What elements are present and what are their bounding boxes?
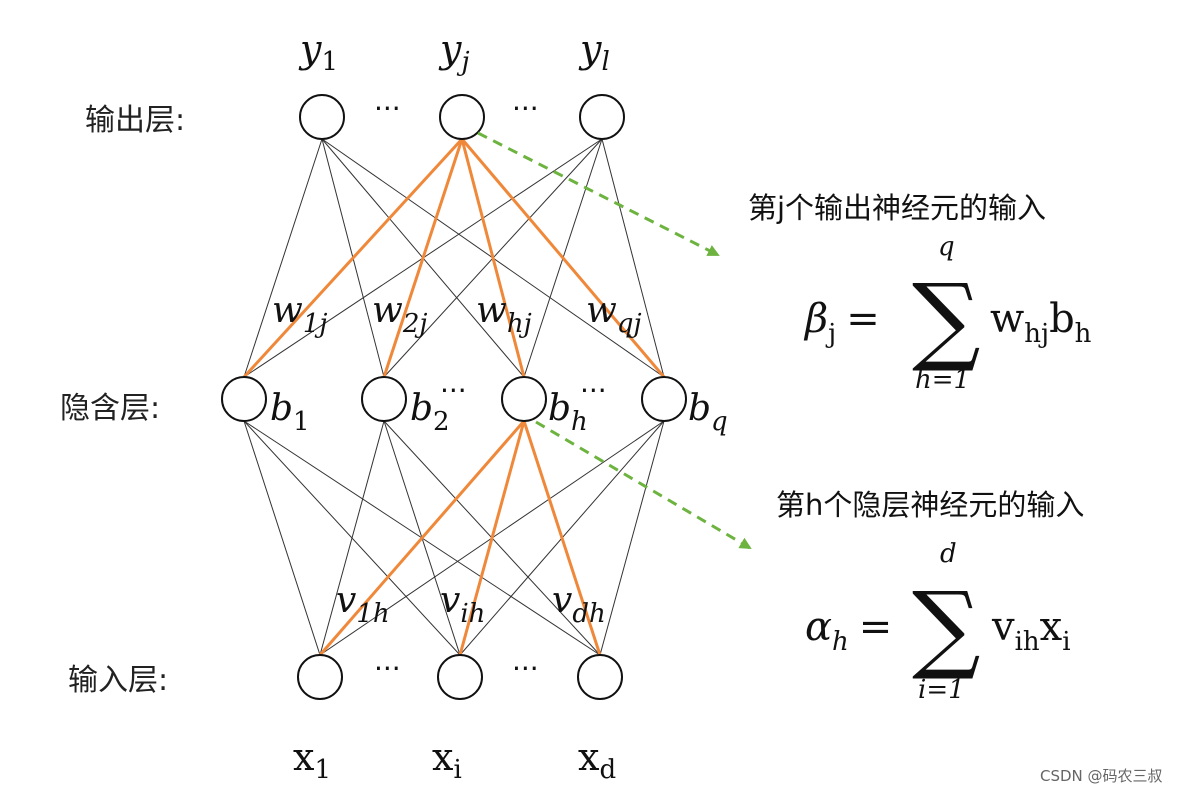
watermark: CSDN @码农三叔 [1040, 767, 1163, 785]
hidden-ellipsis-1: ··· [440, 374, 467, 407]
hidden-ellipsis-2: ··· [580, 374, 607, 407]
input-neuron-0 [297, 654, 343, 700]
weight-whj: whj [476, 290, 532, 339]
hidden-label-b1: b1 [270, 388, 310, 437]
weight-vdh: vdh [552, 580, 606, 629]
output-ellipsis-2: ··· [512, 92, 539, 125]
svg-text:q: q [938, 232, 955, 262]
input-ellipsis-2: ··· [512, 652, 539, 685]
output-layer-label: 输出层: [85, 103, 185, 138]
input-layer-label: 输入层: [68, 663, 168, 698]
hidden-label-bh: bh [548, 388, 588, 437]
svg-text:i=1: i=1 [918, 675, 965, 705]
hidden-neuron-2 [501, 376, 547, 422]
input-label-xi: xi [432, 735, 462, 785]
neurons [221, 94, 687, 700]
weight-w2j: w2j [372, 290, 427, 339]
hidden-annotation-arrow [535, 420, 752, 550]
highlighted-edge-output-hidden [382, 138, 464, 378]
highlighted-edge-output-hidden [242, 137, 464, 379]
hidden-neuron-formula: αh= ∑ d i=1 vihxi [805, 539, 1071, 705]
highlighted-connection-lines [242, 137, 666, 656]
input-label-xd: xd [578, 735, 616, 785]
svg-text:d: d [940, 539, 957, 569]
hidden-neuron-caption: 第h个隐层神经元的输入 [776, 488, 1084, 522]
highlighted-edge-output-hidden [460, 138, 666, 378]
input-label-x1: x1 [293, 735, 331, 785]
svg-text:βj=: βj= [803, 296, 880, 349]
weight-wqj: wqj [586, 290, 642, 339]
hidden-label-bq: bq [688, 388, 728, 437]
input-neuron-2 [577, 654, 623, 700]
edge-output-hidden [601, 138, 665, 378]
hidden-neuron-3 [641, 376, 687, 422]
svg-text:whjbh: whjbh [990, 296, 1092, 349]
edge-output-hidden [243, 138, 323, 378]
output-label-yj: yj [438, 27, 470, 77]
highlighted-edge-output-hidden [460, 138, 526, 378]
edge-hidden-input [243, 420, 321, 656]
output-neuron-1 [439, 94, 485, 140]
output-neuron-2 [579, 94, 625, 140]
input-neuron-1 [437, 654, 483, 700]
weight-v1h: v1h [336, 580, 390, 629]
output-ellipsis-1: ··· [374, 92, 401, 125]
svg-text:∑: ∑ [912, 263, 981, 375]
highlighted-edge-hidden-input [522, 420, 602, 656]
highlighted-edge-hidden-input [318, 420, 526, 656]
output-neuron-formula: βj= ∑ q h=1 whjbh [803, 232, 1092, 395]
highlighted-edge-hidden-input [458, 420, 526, 656]
output-label-yl: yl [578, 27, 610, 77]
svg-text:αh=: αh= [805, 604, 892, 657]
input-ellipsis-1: ··· [374, 652, 401, 685]
hidden-layer-label: 隐含层: [60, 391, 160, 426]
edge-hidden-input [319, 420, 385, 656]
output-neuron-0 [299, 94, 345, 140]
output-label-y1: y1 [298, 27, 338, 77]
output-annotation-arrow [477, 131, 720, 257]
weight-vih: vih [440, 580, 485, 629]
svg-text:h=1: h=1 [915, 365, 970, 395]
edge-hidden-input [599, 420, 665, 656]
svg-text:vihxi: vihxi [991, 604, 1071, 657]
output-neuron-caption: 第j个输出神经元的输入 [748, 191, 1046, 225]
hidden-neuron-0 [221, 376, 267, 422]
hidden-label-b2: b2 [410, 388, 450, 437]
weight-w1j: w1j [272, 290, 327, 339]
hidden-neuron-1 [361, 376, 407, 422]
svg-text:∑: ∑ [912, 571, 981, 683]
